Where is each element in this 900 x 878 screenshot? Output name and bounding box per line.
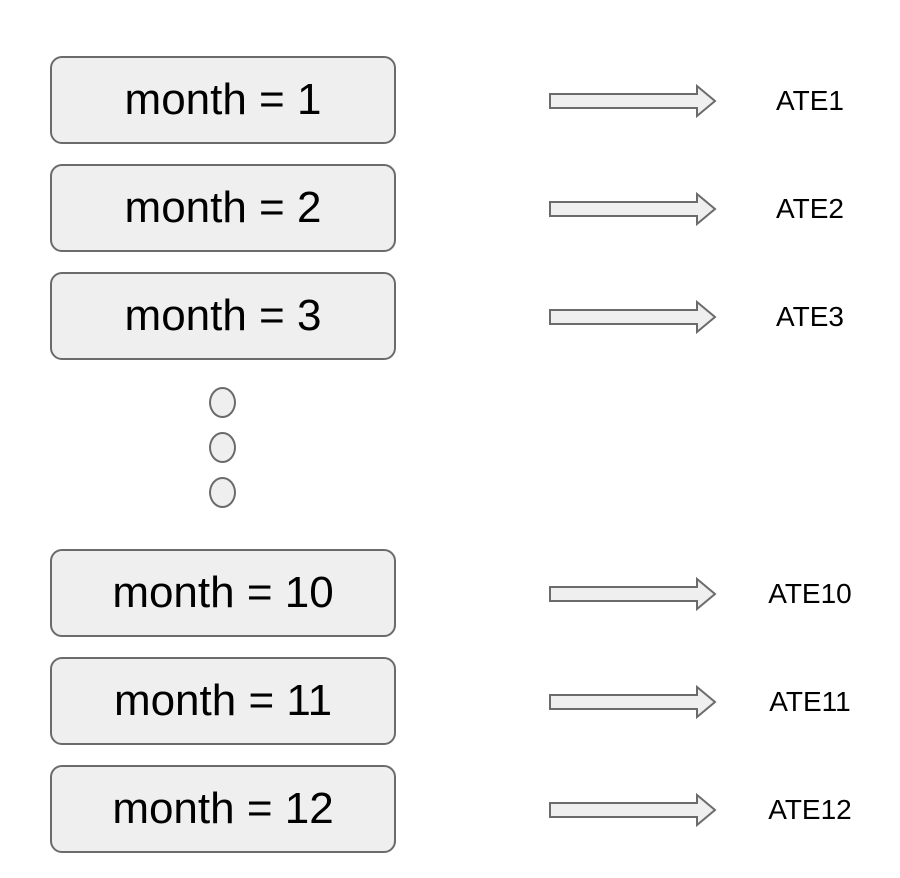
ate-label-1: ATE1	[776, 85, 844, 116]
ate-label-10: ATE10	[768, 578, 852, 609]
month-box-10: month = 10	[50, 549, 396, 637]
arrow-icon	[549, 792, 717, 828]
month-box-1: month = 1	[50, 56, 396, 144]
month-label-1: month = 1	[124, 75, 322, 124]
ate-label-2: ATE2	[776, 193, 844, 224]
month-label-3: month = 3	[124, 291, 322, 340]
ate-label-3: ATE3	[776, 301, 844, 332]
arrow-icon	[549, 576, 717, 612]
month-label-10: month = 10	[112, 568, 334, 617]
arrow-icon	[549, 299, 717, 335]
month-box-11: month = 11	[50, 657, 396, 745]
month-box-2: month = 2	[50, 164, 396, 252]
arrow-icon	[549, 684, 717, 720]
arrow-icon	[549, 83, 717, 119]
arrow-icon	[549, 191, 717, 227]
month-label-2: month = 2	[124, 183, 322, 232]
month-box-12: month = 12	[50, 765, 396, 853]
ate-label-11: ATE11	[769, 686, 851, 717]
ellipsis-dot-icon	[209, 387, 236, 418]
month-label-12: month = 12	[112, 784, 334, 833]
ate-label-12: ATE12	[768, 794, 852, 825]
ellipsis-dot-icon	[209, 432, 236, 463]
month-box-3: month = 3	[50, 272, 396, 360]
month-label-11: month = 11	[113, 676, 333, 725]
ellipsis-dot-icon	[209, 477, 236, 508]
